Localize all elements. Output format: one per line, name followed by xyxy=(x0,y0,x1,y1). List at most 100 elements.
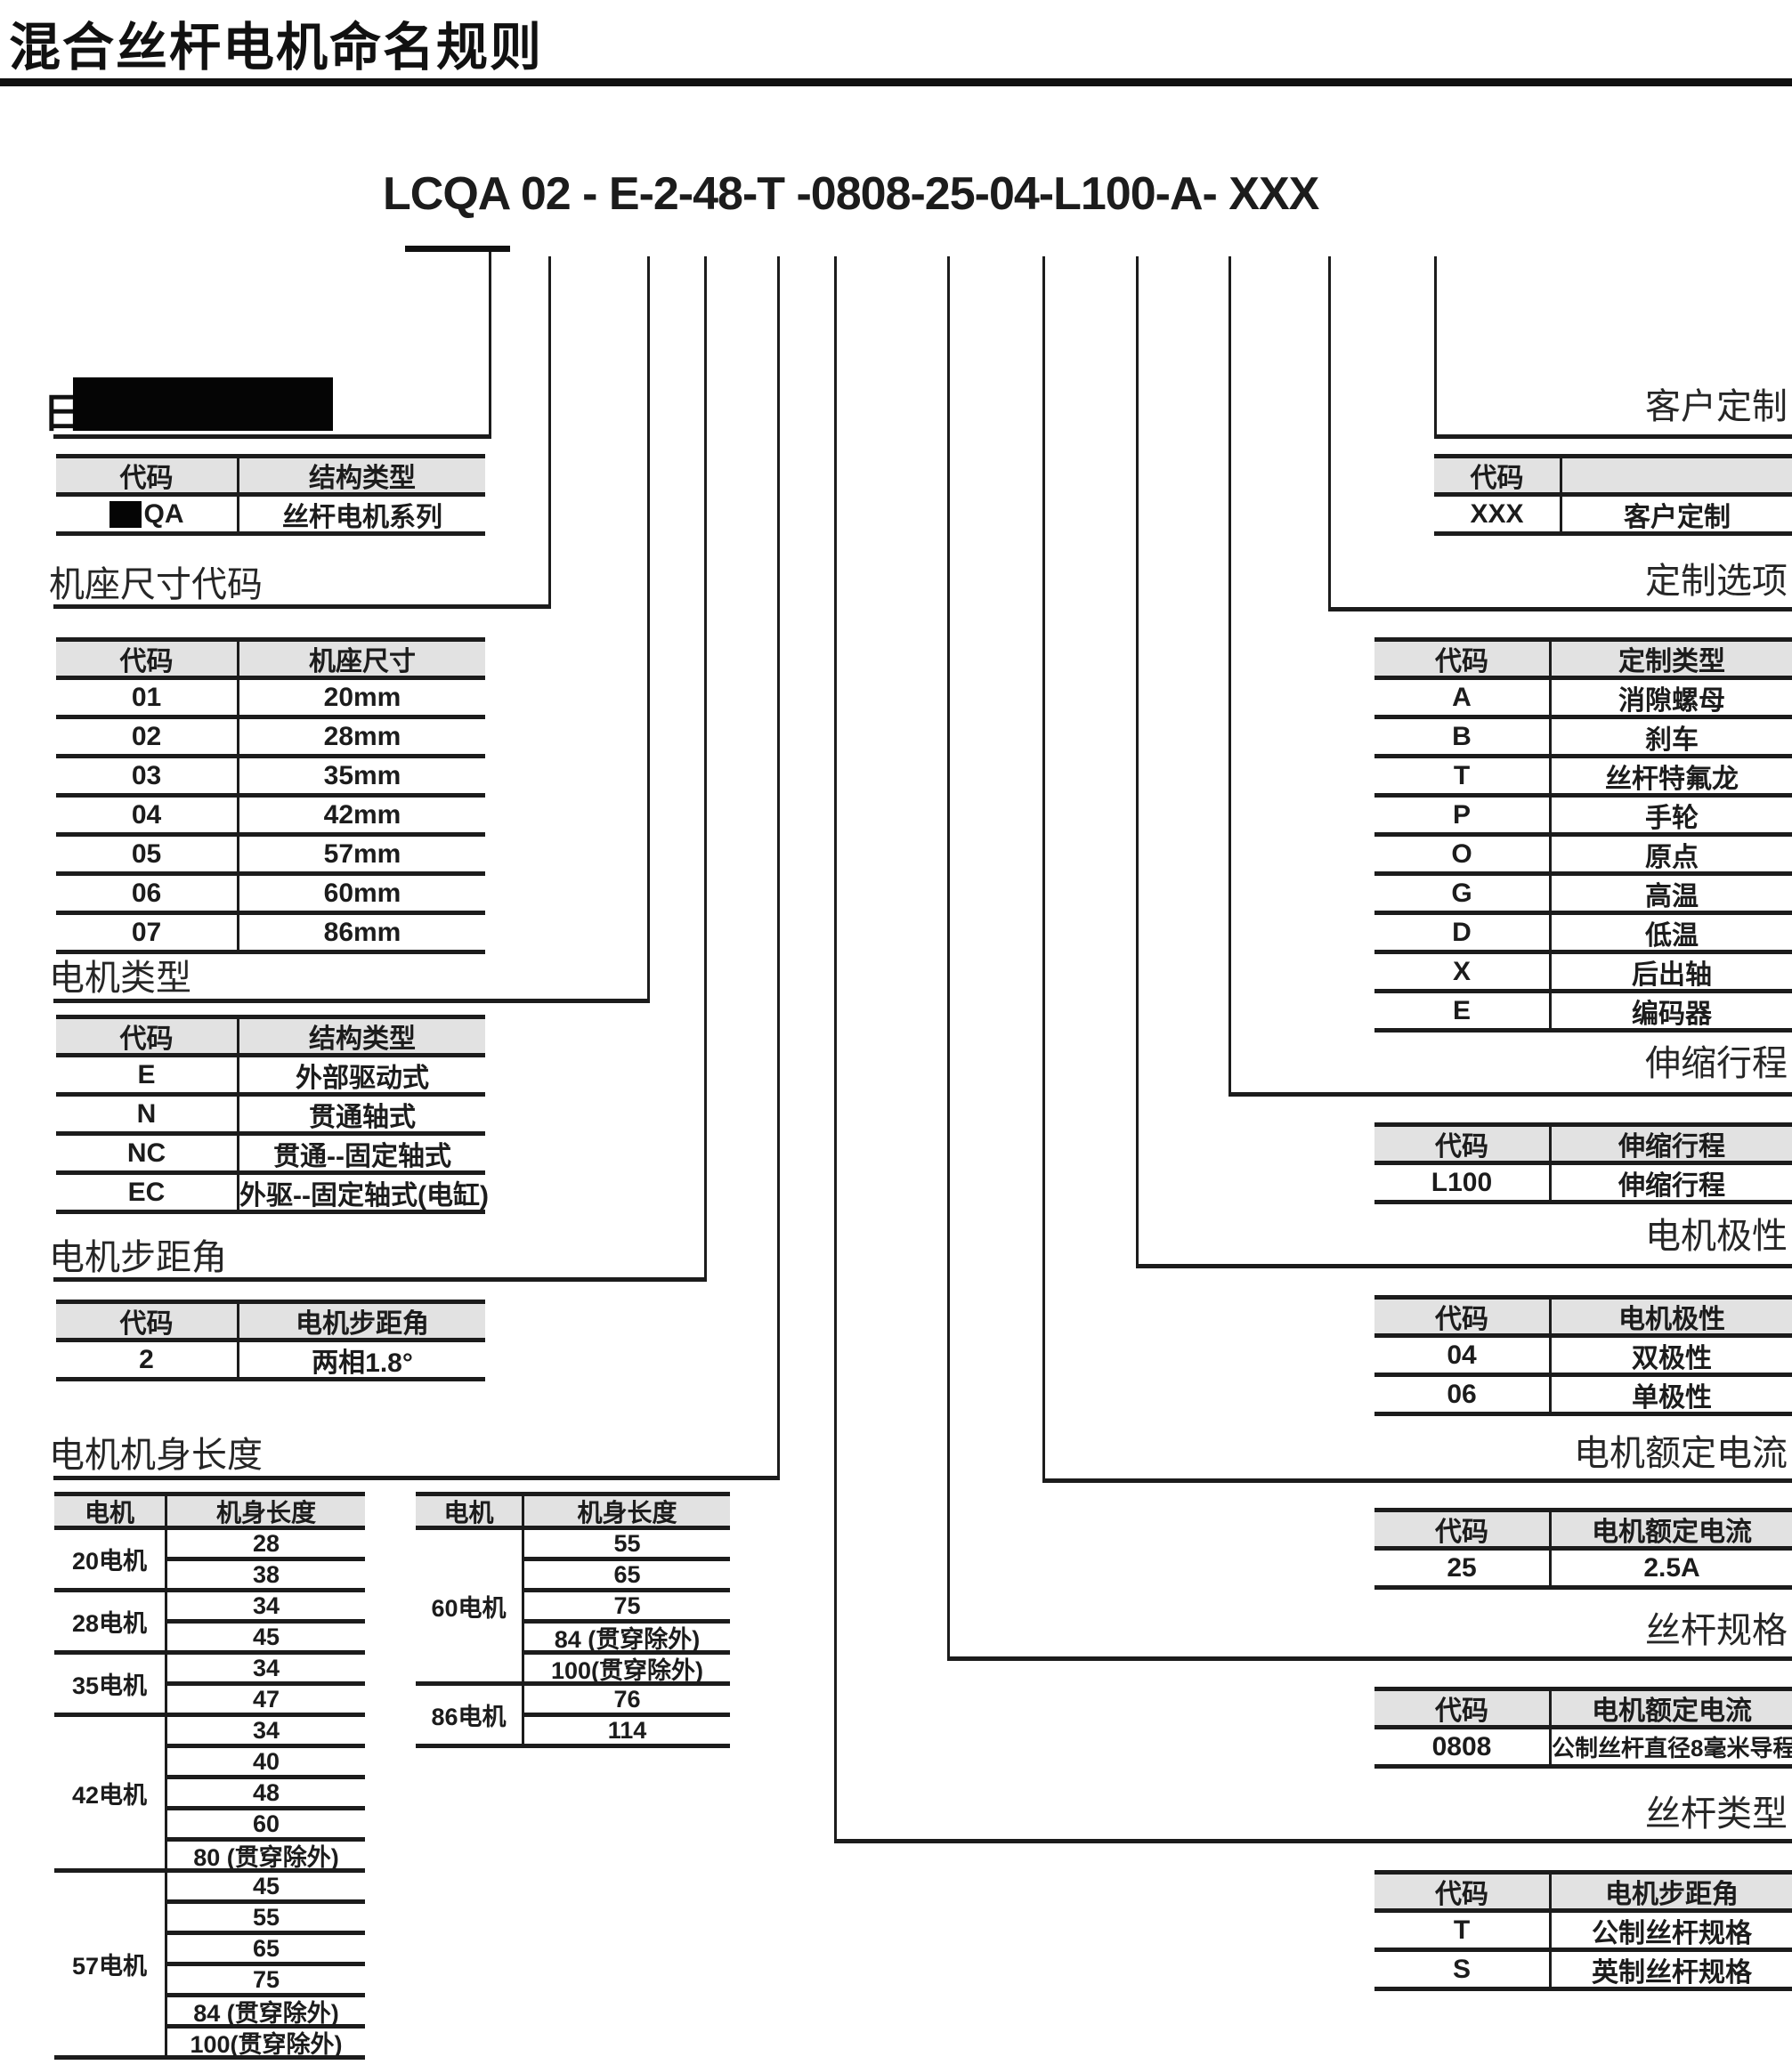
section-rule-motor-type xyxy=(53,999,650,1003)
length-value-cell: 38 xyxy=(167,1561,365,1592)
value-cell: 双极性 xyxy=(1632,1343,1712,1373)
code-cell: G xyxy=(1374,876,1552,911)
code-cell: NC xyxy=(56,1136,239,1170)
length-value-cell: 60 xyxy=(167,1810,365,1842)
connector-line-stroke xyxy=(1228,256,1231,1092)
code-cell: 04 xyxy=(1374,1338,1552,1373)
value-cell: 刹车 xyxy=(1645,725,1699,755)
connector-line-frame-size xyxy=(548,256,551,604)
section-label-body-length: 电机机身长度 xyxy=(49,1436,263,1475)
header-cell-desc: 结构类型 xyxy=(309,1024,416,1054)
motor-group-cell: 86电机 xyxy=(416,1686,524,1748)
table-header-row: 代码结构类型 xyxy=(56,458,485,497)
header-cell-desc: 机座尺寸 xyxy=(309,647,416,676)
length-value-cell: 28 xyxy=(167,1530,365,1561)
table-header-row: 代码定制类型 xyxy=(1374,642,1792,680)
value-cell: 丝杆特氟龙 xyxy=(1605,764,1739,794)
value-cell: 手轮 xyxy=(1645,803,1699,833)
code-cell: X xyxy=(1374,954,1552,989)
length-value-cell: 100(贯穿除外) xyxy=(524,1655,730,1686)
table-header-row: 代码电机极性 xyxy=(1374,1300,1792,1338)
section-rule-rated-current xyxy=(1042,1478,1792,1483)
code-cell: S xyxy=(1374,1952,1552,1987)
value-cell: 伸缩行程 xyxy=(1618,1170,1725,1201)
motor-group-cell: 57电机 xyxy=(54,1873,167,2060)
header-cell-motor: 电机 xyxy=(54,1496,167,1526)
value-cell: 后出轴 xyxy=(1632,960,1712,990)
section-rule-frame-size xyxy=(53,604,551,609)
table-row: 04 双极性 xyxy=(1374,1338,1792,1377)
motor-group-cell: 20电机 xyxy=(54,1530,167,1592)
value-cell: 42mm xyxy=(323,799,401,830)
value-cell: 外驱--固定轴式(电缸) xyxy=(239,1180,489,1211)
section-label-custom-options: 定制选项 xyxy=(1645,562,1788,601)
value-cell: 客户定制 xyxy=(1624,502,1731,532)
code-cell: D xyxy=(1374,915,1552,950)
length-value-cell: 34 xyxy=(167,1592,365,1624)
code-cell: P xyxy=(1374,798,1552,832)
length-value-cell: 75 xyxy=(167,1966,365,1997)
page-title: 混合丝杆电机命名规则 xyxy=(9,19,544,77)
motor-group-cell: 35电机 xyxy=(54,1655,167,1717)
connector-line-custom xyxy=(1434,256,1437,434)
header-cell-code: 代码 xyxy=(1374,1691,1552,1726)
length-value-cell: 47 xyxy=(167,1686,365,1717)
header-cell-motor: 电机 xyxy=(416,1496,524,1526)
table-header-row: 电机 机身长度 xyxy=(416,1496,730,1530)
length-value-cell: 55 xyxy=(524,1530,730,1561)
length-value-cell: 34 xyxy=(167,1655,365,1686)
table-header-row: 代码伸缩行程 xyxy=(1374,1127,1792,1165)
redaction-box xyxy=(73,377,333,431)
code-cell: 2 xyxy=(56,1342,239,1377)
table-header-row: 电机机身长度 xyxy=(54,1496,365,1530)
table-header-row: 代码电机步距角 xyxy=(1374,1875,1792,1913)
length-value-cell: 45 xyxy=(167,1624,365,1655)
section-rule-polarity xyxy=(1136,1264,1792,1268)
value-cell: 原点 xyxy=(1645,842,1699,872)
code-cell: E xyxy=(56,1057,239,1092)
part-number: LCQA 02 - E-2-48-T -0808-25-04-L100-A- X… xyxy=(383,168,1319,220)
connector-line-screw-spec xyxy=(947,256,950,1656)
value-cell: 两相1.8° xyxy=(312,1348,413,1378)
section-label-screw-type: 丝杆类型 xyxy=(1645,1794,1788,1834)
code-cell: T xyxy=(1374,758,1552,793)
header-cell-code: 代码 xyxy=(1374,642,1552,676)
table-header-row: 代码电机额定电流 xyxy=(1374,1512,1792,1551)
code-cell: O xyxy=(1374,837,1552,871)
value-cell: 57mm xyxy=(323,838,401,869)
section-label-step-angle: 电机步距角 xyxy=(49,1238,227,1277)
table-row: X 后出轴 xyxy=(1374,954,1792,993)
code-cell: N xyxy=(56,1097,239,1131)
part-number-underline xyxy=(405,246,510,252)
table-header-row: 代码机座尺寸 xyxy=(56,642,485,680)
length-value-cell: 114 xyxy=(524,1717,730,1748)
section-rule-screw-type xyxy=(834,1839,1792,1843)
header-cell-length: 机身长度 xyxy=(577,1498,677,1526)
title-rule xyxy=(0,78,1792,86)
header-cell-desc: 结构类型 xyxy=(309,464,416,493)
connector-line-series xyxy=(489,252,491,436)
motor-group-cell: 60电机 xyxy=(416,1530,524,1686)
code-cell: 04 xyxy=(56,798,239,832)
value-cell: 高温 xyxy=(1645,881,1699,911)
section-rule-stroke xyxy=(1228,1092,1792,1097)
length-value-cell: 76 xyxy=(524,1686,730,1717)
header-cell-desc: 电机额定电流 xyxy=(1592,1697,1752,1726)
code-cell: XXX xyxy=(1434,497,1562,531)
